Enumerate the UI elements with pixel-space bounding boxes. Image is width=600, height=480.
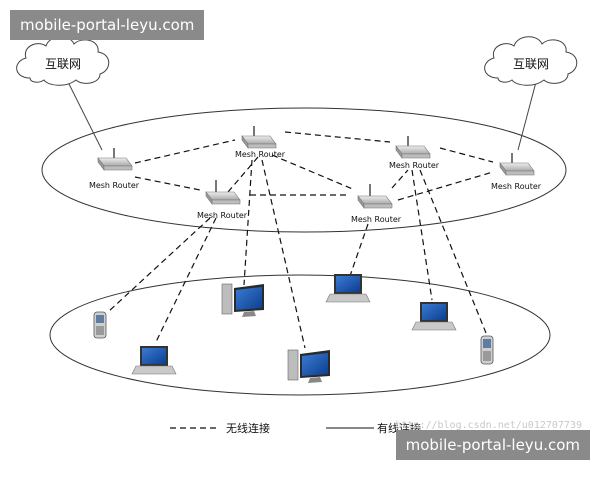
source-credit: http://blog.csdn.net/u012707739 bbox=[395, 420, 582, 431]
phone-left bbox=[93, 311, 107, 339]
router-r2-label: Mesh Router bbox=[235, 150, 286, 159]
cloud-right: 互联网 bbox=[484, 36, 578, 86]
router-r3 bbox=[395, 136, 431, 159]
watermark-top: mobile-portal-leyu.com bbox=[10, 10, 205, 40]
legend-wireless-label: 无线连接 bbox=[226, 421, 270, 435]
router-r4 bbox=[499, 153, 535, 176]
phone-right bbox=[480, 335, 494, 365]
laptop-center bbox=[325, 274, 371, 303]
desktop-center bbox=[287, 349, 330, 383]
wireless-backbone-links bbox=[134, 131, 494, 201]
watermark-bottom: mobile-portal-leyu.com bbox=[395, 430, 590, 460]
legend: 无线连接 有线连接 bbox=[170, 421, 421, 435]
cloud-left-label: 互联网 bbox=[45, 57, 81, 71]
router-r6 bbox=[357, 184, 393, 209]
router-r3-label: Mesh Router bbox=[389, 161, 440, 170]
router-r1-label: Mesh Router bbox=[89, 181, 140, 190]
backbone-ellipse bbox=[41, 107, 567, 233]
cloud-right-label: 互联网 bbox=[513, 57, 549, 71]
laptop-left bbox=[131, 346, 177, 375]
router-r4-label: Mesh Router bbox=[491, 182, 542, 191]
cloud-left: 互联网 bbox=[16, 36, 110, 86]
router-r5-label: Mesh Router bbox=[197, 211, 248, 220]
client-ellipse bbox=[49, 274, 551, 396]
router-r2 bbox=[241, 126, 277, 149]
wired-links bbox=[67, 81, 537, 151]
router-r5 bbox=[205, 180, 241, 205]
desktop-left bbox=[221, 283, 264, 317]
laptop-right bbox=[411, 302, 457, 331]
router-r1 bbox=[97, 148, 133, 171]
wireless-client-links bbox=[107, 159, 487, 349]
router-r6-label: Mesh Router bbox=[351, 215, 402, 224]
